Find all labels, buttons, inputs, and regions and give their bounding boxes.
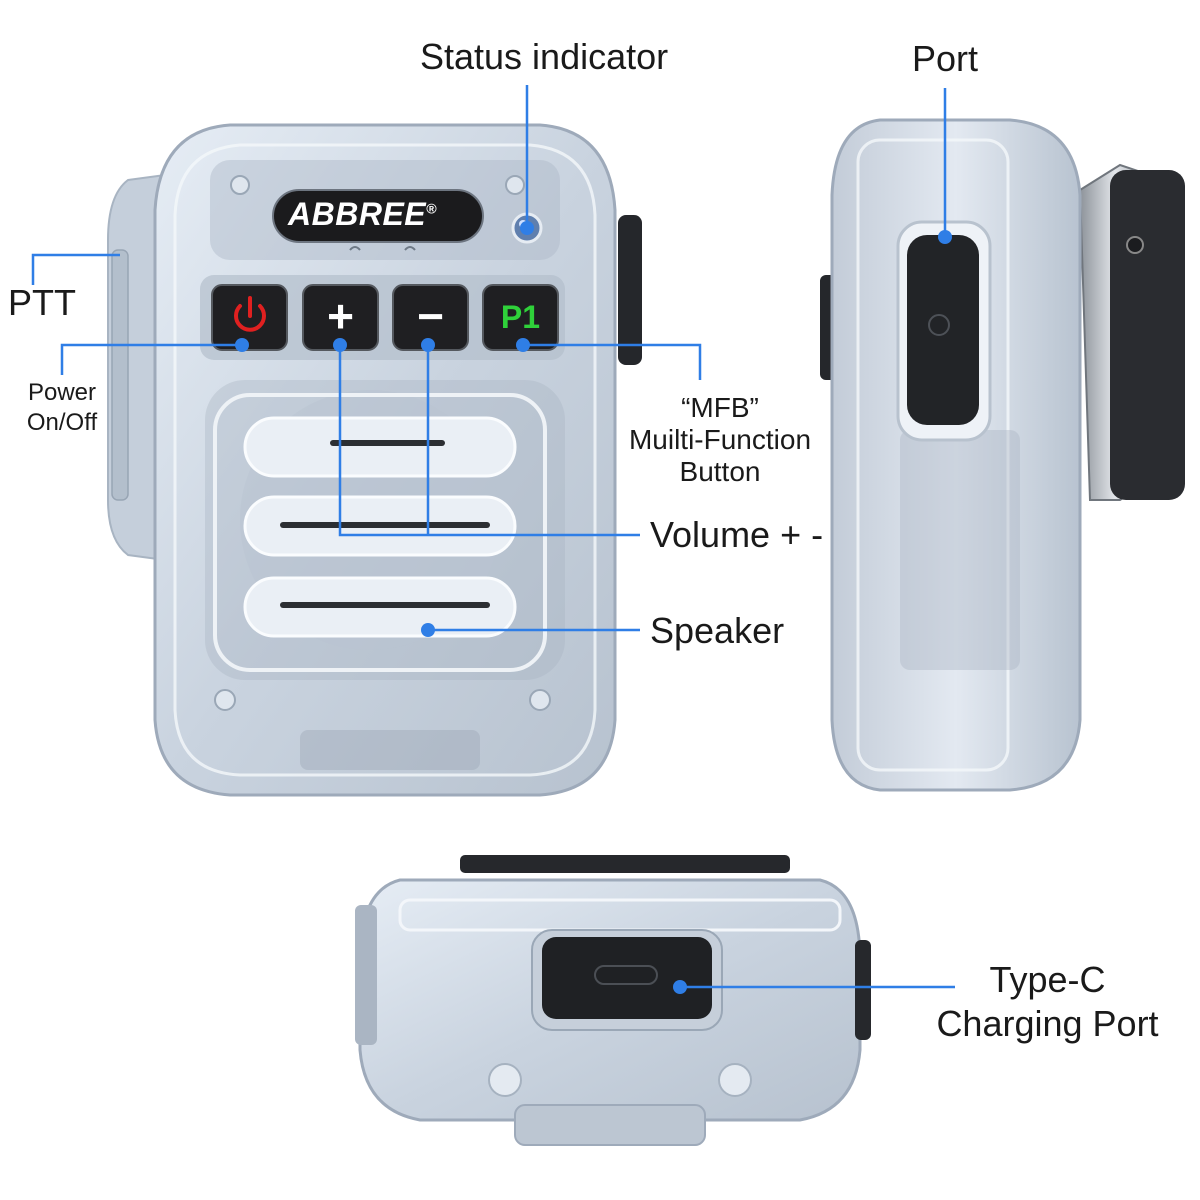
brand-logo: ABBREE® <box>288 196 437 233</box>
callout-lines <box>31 85 955 989</box>
registered-mark: ® <box>426 200 437 217</box>
mfb-leader <box>523 343 702 380</box>
brand-name: ABBREE <box>288 196 427 232</box>
plus-glyph: + <box>327 290 354 342</box>
side-view-device <box>820 118 1185 792</box>
ptt-label: PTT <box>8 282 76 323</box>
port-label: Port <box>912 38 979 79</box>
typec-label: Type-C Charging Port <box>935 958 1160 1046</box>
mfb-label-line1: “MFB” <box>681 392 759 423</box>
mfb-label-line3: Button <box>679 456 761 487</box>
power-label-line1: Power <box>27 379 97 406</box>
power-label: Power On/Off <box>14 378 110 438</box>
mfb-label-line2: Muilti-Function <box>628 424 812 455</box>
power-leader <box>60 343 242 375</box>
status-indicator-label: Status indicator <box>420 36 669 77</box>
power-label-line2: On/Off <box>26 409 98 436</box>
front-view-device <box>107 123 642 797</box>
speaker-label: Speaker <box>650 610 785 651</box>
typec-label-line1: Type-C <box>989 959 1106 1000</box>
minus-glyph: − <box>417 290 444 342</box>
volume-label: Volume + - <box>650 514 824 555</box>
mfb-label: “MFB” Muilti-Function Button <box>620 392 820 488</box>
typec-label-line2: Charging Port <box>936 1003 1159 1044</box>
power-icon <box>234 296 266 332</box>
callout-dots <box>235 221 952 994</box>
p1-glyph: P1 <box>500 299 541 335</box>
bottom-view-device <box>355 855 871 1146</box>
volume-leader <box>338 345 640 537</box>
ptt-leader <box>31 253 120 285</box>
